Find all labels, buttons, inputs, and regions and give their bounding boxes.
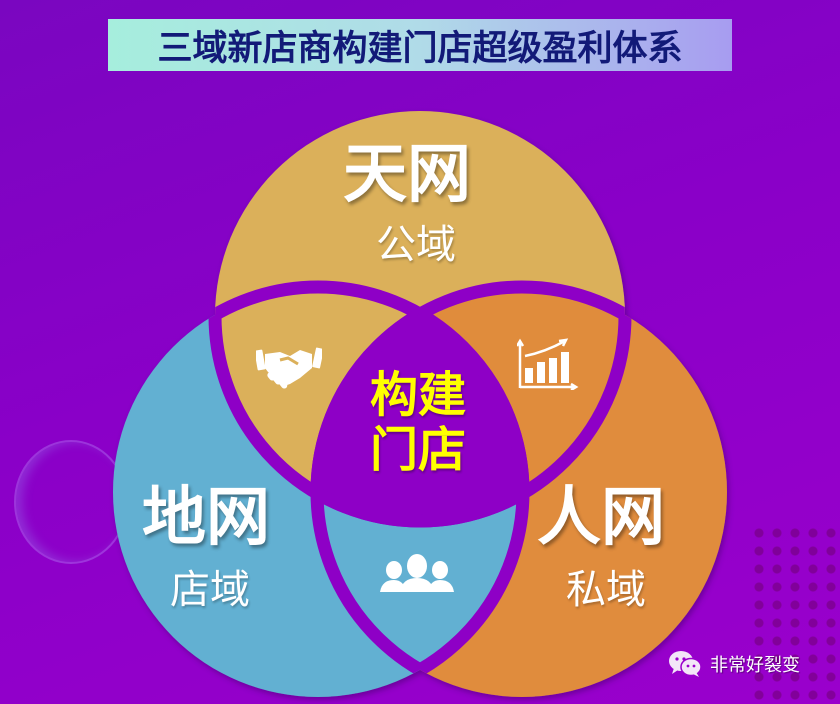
right-circle-subtitle: 私域 <box>566 567 646 613</box>
center-label-line2: 门店 <box>369 422 466 479</box>
left-circle-title: 地网 <box>142 481 270 555</box>
page-title: 三域新店商构建门店超级盈利体系 <box>157 28 683 69</box>
title-banner: 三域新店商构建门店超级盈利体系 <box>108 19 732 71</box>
center-label: 构建 门店 <box>358 367 478 479</box>
top-circle-subtitle: 公域 <box>376 222 456 268</box>
top-circle-title: 天网 <box>343 138 471 212</box>
left-circle-subtitle: 店域 <box>170 567 250 613</box>
watermark: 非常好裂变 <box>668 650 800 678</box>
group-users-icon <box>380 554 454 592</box>
right-circle-title: 人网 <box>537 481 665 555</box>
center-label-line1: 构建 <box>369 367 466 423</box>
bar-chart-growth-icon <box>517 338 579 390</box>
watermark-text: 非常好裂变 <box>710 655 800 676</box>
wechat-icon <box>669 651 702 677</box>
decorative-dots <box>750 524 840 704</box>
handshake-icon <box>256 347 322 389</box>
